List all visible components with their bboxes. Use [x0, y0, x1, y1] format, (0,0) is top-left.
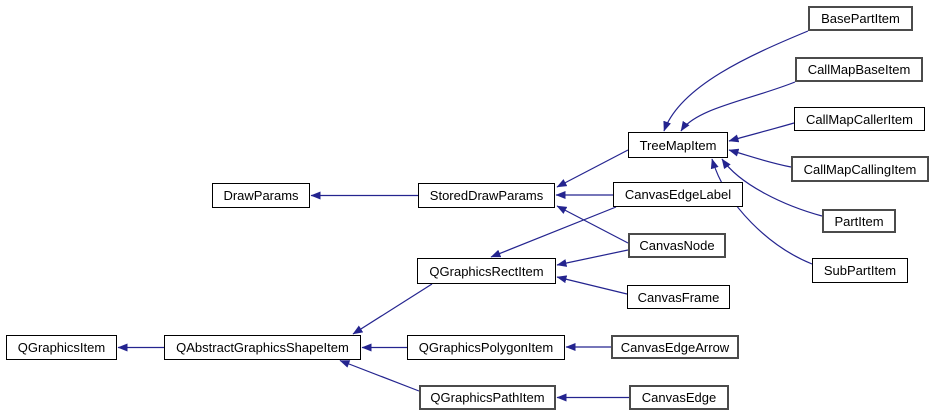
class-node-CanvasNode[interactable]: CanvasNode — [628, 233, 726, 258]
inheritance-edge-CallMapCallerItem-to-TreeMapItem — [728, 122, 795, 143]
class-node-QGraphicsItem[interactable]: QGraphicsItem — [6, 335, 117, 360]
inheritance-edge-QGraphicsPathItem-to-QAbstractGraphicsShapeItem — [339, 359, 420, 392]
inheritance-edge-CanvasNode-to-QGraphicsRectItem — [556, 249, 629, 267]
inheritance-edge-SubPartItem-to-TreeMapItem — [710, 158, 813, 265]
class-node-CanvasEdgeLabel[interactable]: CanvasEdgeLabel — [613, 182, 743, 207]
class-node-CallMapCallingItem[interactable]: CallMapCallingItem — [791, 156, 929, 182]
class-node-PartItem[interactable]: PartItem — [822, 209, 896, 233]
inheritance-edge-QGraphicsRectItem-to-QAbstractGraphicsShapeItem — [352, 283, 433, 335]
class-node-QAbstractGraphicsShapeItem[interactable]: QAbstractGraphicsShapeItem — [164, 335, 361, 360]
inheritance-edge-CanvasFrame-to-QGraphicsRectItem — [556, 275, 628, 295]
inheritance-edge-CanvasEdgeLabel-to-QGraphicsRectItem — [490, 206, 617, 258]
class-node-CanvasFrame[interactable]: CanvasFrame — [627, 285, 730, 309]
inheritance-edge-PartItem-to-TreeMapItem — [721, 158, 823, 217]
class-node-DrawParams[interactable]: DrawParams — [212, 183, 310, 208]
inheritance-edge-TreeMapItem-to-StoredDrawParams — [556, 149, 629, 188]
class-node-CanvasEdge[interactable]: CanvasEdge — [629, 385, 729, 410]
class-node-BasePartItem[interactable]: BasePartItem — [808, 6, 913, 31]
inheritance-edge-CanvasNode-to-StoredDrawParams — [556, 205, 629, 244]
class-node-CallMapBaseItem[interactable]: CallMapBaseItem — [795, 57, 923, 82]
inheritance-edge-CallMapBaseItem-to-TreeMapItem — [680, 81, 796, 132]
class-node-CallMapCallerItem[interactable]: CallMapCallerItem — [794, 107, 925, 131]
class-node-SubPartItem[interactable]: SubPartItem — [812, 258, 908, 283]
class-node-CanvasEdgeArrow[interactable]: CanvasEdgeArrow — [611, 335, 739, 359]
class-node-TreeMapItem[interactable]: TreeMapItem — [628, 132, 728, 158]
class-node-QGraphicsPolygonItem[interactable]: QGraphicsPolygonItem — [407, 335, 565, 360]
class-node-StoredDrawParams[interactable]: StoredDrawParams — [418, 183, 555, 208]
inheritance-edge-BasePartItem-to-TreeMapItem — [663, 30, 809, 132]
class-node-QGraphicsRectItem[interactable]: QGraphicsRectItem — [417, 258, 556, 284]
class-node-QGraphicsPathItem[interactable]: QGraphicsPathItem — [419, 385, 556, 410]
inheritance-edge-CallMapCallingItem-to-TreeMapItem — [728, 148, 792, 168]
